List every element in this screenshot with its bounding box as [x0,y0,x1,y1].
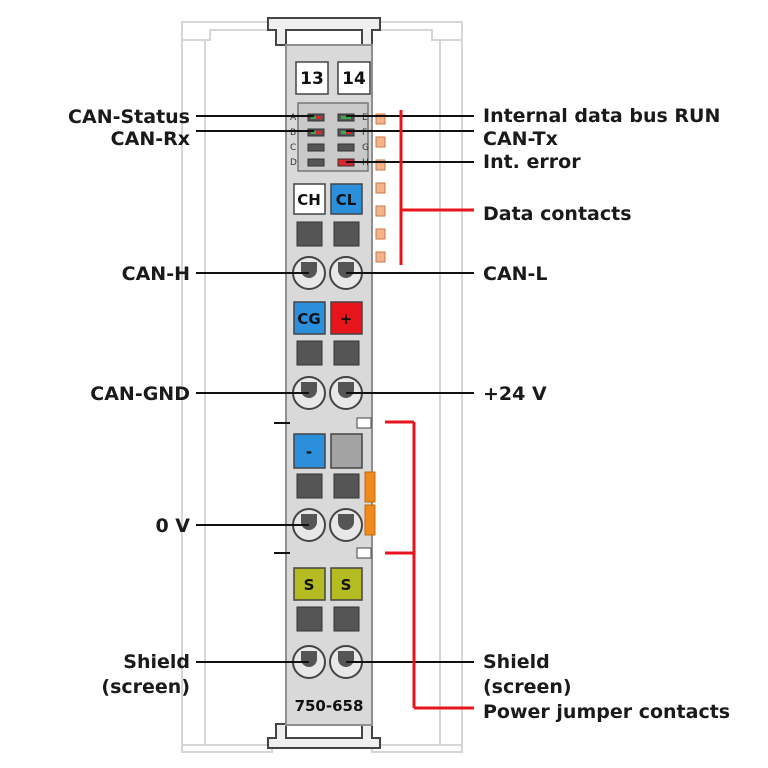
label-plus-24v: +24 V [483,383,547,405]
label-can-h: CAN-H [122,263,190,285]
label-data-contacts: Data contacts [483,203,632,225]
led-letter-f: F [362,128,367,138]
position-box-13 [295,61,329,95]
led-letter-c: C [290,143,296,153]
release-slot-plus [333,340,360,366]
label-can-gnd: CAN-GND [90,383,190,405]
label-can-tx: CAN-Tx [483,128,558,150]
terminal-minus-text: - [306,443,312,461]
terminal-minus-label [293,433,326,469]
data-contacts-bracket [399,110,474,265]
led-letter-b: B [290,128,296,138]
terminal-s2-label [330,567,363,601]
terminal-cg-label [293,301,326,335]
led-letter-d: D [290,158,297,168]
led-letter-a: A [290,113,297,123]
label-shield-left: Shield [123,651,190,673]
position-box-14 [337,61,371,95]
terminal-s1-label [293,567,326,601]
power-jumper-contact-upper [364,471,376,503]
label-screen-left: (screen) [101,676,190,698]
led-d [307,158,325,167]
leader-lines-right [346,115,474,663]
terminal-plus-text: + [340,310,353,328]
label-screen-right: (screen) [483,676,572,698]
leader-lines-left [196,115,314,663]
led-colors [311,116,351,134]
led-letter-e: E [362,113,368,123]
release-slot-blank [333,473,360,499]
terminal-cl-label [330,183,363,215]
label-int-error: Int. error [483,151,581,173]
label-power-jumper: Power jumper contacts [483,701,730,723]
release-slot-s2 [333,606,360,632]
terminal-cl-text: CL [336,191,357,209]
model-number: 750-658 [295,697,364,715]
jumper-notch-upper [356,417,372,429]
label-can-status: CAN-Status [68,106,190,128]
terminal-ch-text: CH [297,191,321,209]
label-0v: 0 V [155,515,190,537]
led-g [337,143,355,152]
terminal-blank-label [330,433,363,469]
label-can-rx: CAN-Rx [111,128,190,150]
clamp-0v-b [329,508,363,542]
release-slot-s1 [296,606,323,632]
terminal-cg-text: CG [297,310,320,328]
terminal-ch-label [293,183,326,215]
release-slot-minus [296,473,323,499]
label-can-l: CAN-L [483,263,548,285]
position-14: 14 [342,69,366,89]
power-jumper-contact-lower [364,504,376,536]
position-13: 13 [300,69,324,89]
din-rail-outline [181,21,463,753]
terminal-s1-text: S [304,576,315,594]
led-letter-g: G [362,143,369,153]
led-c [307,143,325,152]
data-contacts [375,113,386,263]
release-slot-cg [296,340,323,366]
label-internal-bus: Internal data bus RUN [483,105,720,127]
top-clip [267,17,381,46]
label-shield-right: Shield [483,651,550,673]
power-jumper-bracket [385,420,474,710]
jumper-notch-lower [356,547,372,559]
terminal-s2-text: S [341,576,352,594]
bottom-clip [267,723,381,749]
release-slot-ch [296,221,323,247]
release-slot-cl [333,221,360,247]
terminal-plus-label [330,301,363,335]
